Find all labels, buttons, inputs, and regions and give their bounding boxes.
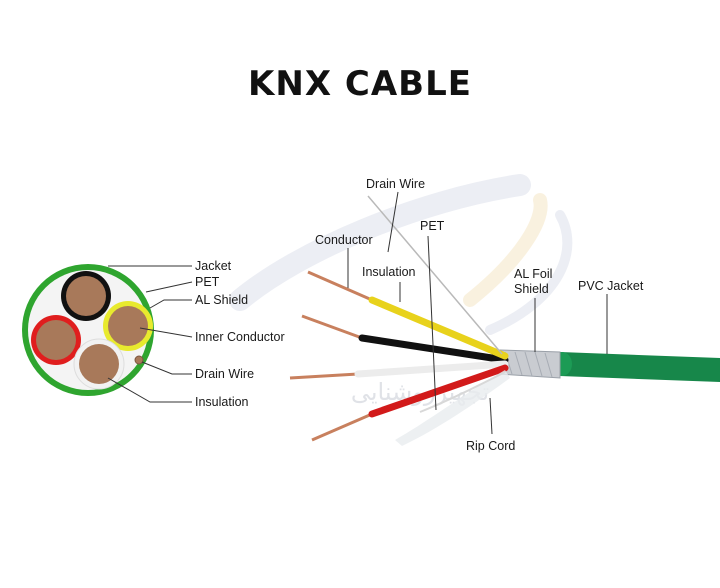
yellow-wire — [368, 296, 509, 360]
side-view-leaders — [347, 191, 608, 435]
pet-film — [395, 370, 510, 446]
white-wire — [354, 360, 509, 378]
label-al-shield: AL Shield — [195, 293, 248, 307]
page-title: KNX CABLE — [248, 64, 472, 104]
red-wire — [368, 364, 509, 418]
label-side-conductor: Conductor — [315, 233, 373, 247]
label-side-pet: PET — [420, 219, 445, 233]
cross-section-leaders — [107, 265, 193, 403]
label-inner-conductor: Inner Conductor — [195, 330, 285, 344]
label-drain-wire: Drain Wire — [195, 367, 254, 381]
label-rip-cord: Rip Cord — [466, 439, 515, 453]
drain-wire — [367, 195, 503, 355]
rip-cord — [419, 371, 506, 413]
label-side-insulation: Insulation — [362, 265, 416, 279]
label-pvc-jacket: PVC Jacket — [578, 279, 644, 293]
label-al-foil-line2: Shield — [514, 282, 549, 296]
watermark-logo — [229, 174, 573, 335]
label-insulation: Insulation — [195, 395, 249, 409]
label-side-drain-wire: Drain Wire — [366, 177, 425, 191]
cable-side-view — [289, 195, 720, 446]
label-jacket: Jacket — [195, 259, 232, 273]
cross-section — [22, 264, 154, 396]
pvc-jacket-body — [560, 352, 720, 382]
drain-wire-dot — [134, 355, 144, 365]
label-pet: PET — [195, 275, 220, 289]
label-al-foil-line1: AL Foil — [514, 267, 552, 281]
